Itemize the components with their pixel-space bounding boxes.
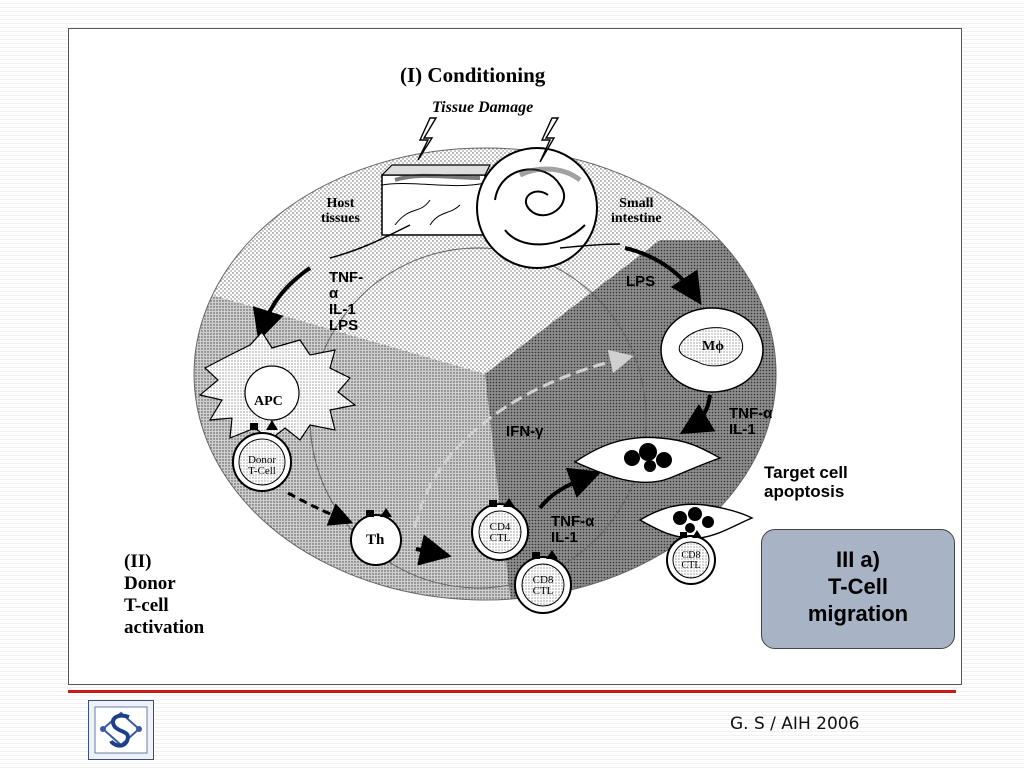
vessel-right <box>559 243 621 249</box>
phase2-label: (II) Donor T-cell activation <box>124 551 205 638</box>
diagram-title: (I) Conditioning <box>400 63 546 87</box>
cd4-ctl-label: CD4 CTL <box>489 521 511 544</box>
cd8-ctl-right-label: CD8 CTL <box>681 550 701 571</box>
arrow-ifn-gamma <box>413 349 634 529</box>
lps-label: LPS <box>626 273 656 290</box>
arrow-macrophage-to-target <box>679 394 716 435</box>
cd8-ctl-cell <box>514 550 572 614</box>
arrow-donor-to-th <box>287 491 354 526</box>
vessel-left <box>329 224 411 259</box>
institution-logo-icon <box>88 700 154 760</box>
apc-cell <box>198 331 357 441</box>
footer-divider <box>68 690 956 693</box>
th-label: Th <box>366 532 385 548</box>
host-tissue-block <box>380 164 491 236</box>
tissue-damage-label: Tissue Damage <box>432 99 534 116</box>
left-cytokines-label: TNF- α IL-1 LPS <box>329 269 364 334</box>
target-cell-upper <box>573 436 722 484</box>
lower-cytokines-label: TNF-α IL-1 <box>551 513 595 546</box>
small-intestine-drawing <box>476 147 598 269</box>
footer-credit: G. S / AIH 2006 <box>730 714 860 734</box>
arrow-th-to-cd4 <box>415 534 452 566</box>
target-apoptosis-label: Target cell apoptosis <box>764 463 848 501</box>
right-cytokines-label: TNF-α IL-1 <box>729 405 773 438</box>
host-tissues-label: Host tissues <box>321 196 360 226</box>
macrophage-cell <box>660 307 764 393</box>
cd8-ctl-cell-right <box>666 530 716 585</box>
arrow-tissue-to-apc <box>252 266 312 342</box>
ifn-gamma-label: IFN-γ <box>506 423 544 440</box>
lightning-bolt-icon <box>539 117 560 163</box>
donor-t-cell <box>232 432 292 492</box>
cd4-ctl-cell <box>471 498 529 561</box>
cd8-ctl-label: CD8 CTL <box>532 574 554 597</box>
th-cell <box>350 508 402 566</box>
donor-t-cell-label: Donor T-Cell <box>247 454 277 477</box>
tcell-migration-callout: III a) T-Cell migration <box>761 529 955 649</box>
arrow-lps-to-macrophage <box>624 246 702 306</box>
small-intestine-label: Small intestine <box>611 196 662 226</box>
macrophage-label: Mϕ <box>702 339 724 354</box>
target-cell-lower <box>638 503 754 539</box>
lightning-bolt-icon <box>417 117 438 161</box>
arrow-cd4-to-target <box>538 467 602 510</box>
apc-label: APC <box>254 394 283 409</box>
